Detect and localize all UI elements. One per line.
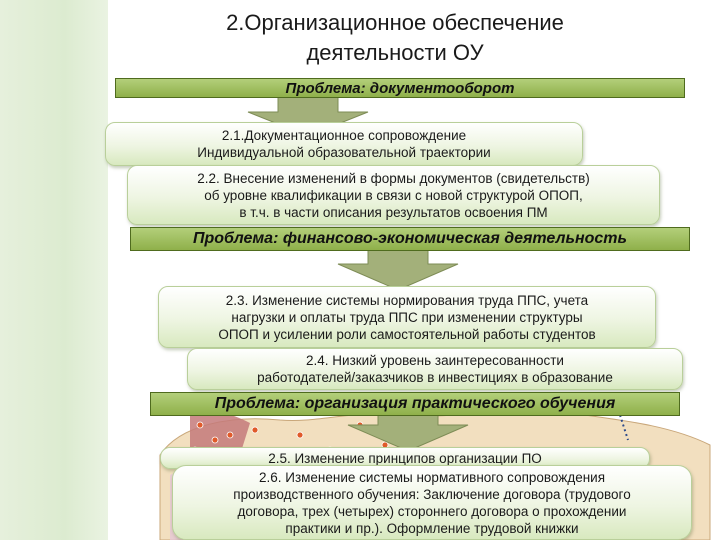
problem-label: Проблема: документооборот	[285, 79, 515, 97]
item-2-1: 2.1.Документационное сопровождение Индив…	[105, 122, 583, 166]
page-title: 2.Организационное обеспечение деятельнос…	[110, 8, 680, 68]
title-line-1: 2.Организационное обеспечение	[226, 10, 564, 35]
item-2-4: 2.4. Низкий уровень заинтересованности р…	[187, 348, 683, 390]
item-text-line: в т.ч. в части описания результатов осво…	[239, 204, 548, 220]
item-2-3: 2.3. Изменение системы нормирования труд…	[158, 286, 656, 348]
item-text-line: ОПОП и усилении роли самостоятельной раб…	[218, 326, 596, 342]
problem-document-flow: Проблема: документооборот	[115, 78, 685, 98]
item-text-line: 2.1.Документационное сопровождение	[221, 128, 467, 143]
item-text-line: Индивидуальной образовательной траектори…	[197, 145, 491, 160]
item-text-line: 2.6. Изменение системы нормативного сопр…	[258, 469, 606, 485]
item-text-line: практики и пр.). Оформление трудовой кни…	[285, 520, 579, 536]
item-2-6: 2.6. Изменение системы нормативного сопр…	[172, 465, 692, 540]
item-text-line: работодателей/заказчиков в инвестициях в…	[257, 370, 613, 385]
item-text-line: 2.5. Изменение принципов организации ПО	[268, 450, 542, 466]
item-text-line: 2.4. Низкий уровень заинтересованности	[306, 353, 564, 368]
item-text-line: договора, трех (четырех) стороннего дого…	[237, 503, 627, 519]
item-text-line: 2.2. Внесение изменений в формы документ…	[197, 170, 590, 186]
item-text-line: об уровне квалификации в связи с новой с…	[204, 187, 583, 203]
problem-label: Проблема: финансово-экономическая деятел…	[192, 230, 628, 247]
item-2-2: 2.2. Внесение изменений в формы документ…	[127, 165, 660, 225]
problem-practical-training: Проблема: организация практического обуч…	[150, 392, 680, 416]
title-line-2: деятельности ОУ	[306, 40, 484, 65]
item-text-line: производственного обучения: Заключение д…	[233, 486, 631, 502]
problem-financial-activity: Проблема: финансово-экономическая деятел…	[130, 227, 690, 251]
decorative-side-band	[0, 0, 108, 540]
problem-label: Проблема: организация практического обуч…	[214, 395, 616, 412]
item-text-line: 2.3. Изменение системы нормирования труд…	[225, 292, 589, 308]
item-text-line: нагрузки и оплаты труда ППС при изменени…	[231, 309, 583, 325]
